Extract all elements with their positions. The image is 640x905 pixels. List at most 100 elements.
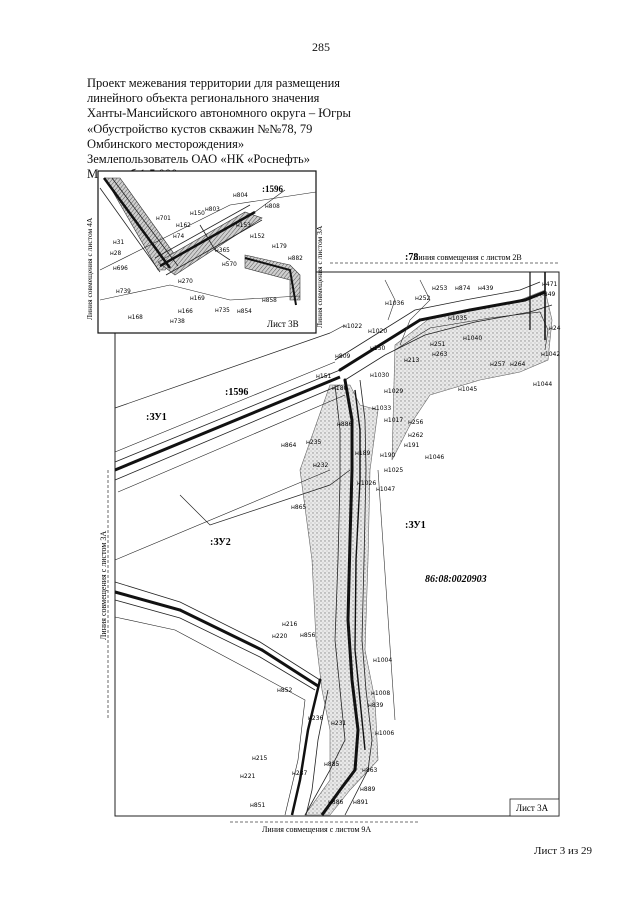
point-label: н151 [316,373,332,380]
zone-label: :ЗУ2 [210,537,231,548]
point-label: н1033 [372,405,391,412]
sheet-counter: Лист 3 из 29 [534,845,593,857]
vertical-road [304,379,373,816]
title-line: Ханты-Мансийского автономного округа – Ю… [87,106,351,121]
point-label: н189 [355,450,371,457]
parcel-boundary-1596 [114,324,346,409]
point-label: н1046 [425,454,444,461]
point-label: н858 [262,298,277,304]
point-label: н849 [540,291,556,298]
point-label: н864 [281,442,297,449]
point-label: н1008 [371,690,390,697]
inset-map: н804 н808 н701 н150 н803 н162 н153 н74 н… [85,170,324,334]
match-line-label-bottom: Линия совмещения с листом 9А [262,825,371,834]
point-label: н150 [190,211,205,217]
point-label: н1004 [373,657,392,664]
point-label: н179 [272,244,287,250]
point-label: н168 [128,315,143,321]
zone-label: :78 [405,252,418,263]
match-line-label-top: Линия совмещения с листом 2В [413,253,522,262]
point-label: н1042 [541,351,560,358]
point-label: н24 [549,325,561,332]
point-label: н886 [337,421,353,428]
inset-side-label: Линия совмещения с листом 4А [85,217,94,320]
sw-road [114,581,329,816]
point-label: н231 [331,720,347,727]
match-line-label-left: Линия совмещения с листом 3А [99,531,108,640]
point-label: н852 [277,687,293,694]
zone-label: :1596 [225,387,248,398]
point-label: н739 [116,289,131,295]
page-number: 285 [312,40,330,54]
point-label: н253 [432,285,448,292]
title-line: линейного объекта регионального значения [87,91,320,106]
point-label: н162 [176,223,191,229]
point-label: н232 [313,462,329,469]
point-label: н885 [324,761,340,768]
point-label: н1017 [384,417,403,424]
point-label: н220 [272,633,288,640]
point-label: н804 [233,193,248,199]
point-label: н854 [237,309,252,315]
point-label: н252 [415,295,431,302]
title-line: Омбинского месторождения» [87,136,245,151]
point-label: н1047 [376,486,395,493]
point-label: н152 [250,234,265,240]
point-label: н153 [236,223,251,229]
ne-road [334,272,553,381]
point-label: н735 [215,308,230,314]
point-label: н236 [308,715,324,722]
diagonal-road [114,361,346,493]
inset-sheet-label: Лист 3В [267,319,299,329]
point-label: н1030 [370,372,389,379]
point-label: н856 [300,632,316,639]
title-line: Землепользователь ОАО «НК «Роснефть» [87,152,310,167]
point-label: н216 [282,621,298,628]
point-label: н31 [113,240,124,246]
point-label: н150 [370,345,386,352]
point-label: н471 [542,281,558,288]
point-label: н863 [362,767,378,774]
point-label: н257 [490,361,506,368]
point-label: н1035 [448,315,467,322]
point-label: н180 [332,385,348,392]
point-label: н215 [252,755,268,762]
point-label: н803 [205,207,220,213]
point-label: н256 [408,419,424,426]
point-label: н851 [250,802,266,809]
point-label: н1044 [533,381,552,388]
point-label: н169 [190,296,205,302]
main-map: :ЗУ1 :ЗУ2 :ЗУ1 :1596 :78 86:08:0020903 Л… [99,252,561,834]
point-label: н1025 [384,467,403,474]
point-label: н1040 [463,335,482,342]
point-label: н808 [265,204,280,210]
title-line: Проект межевания территории для размещен… [87,76,341,90]
zone-label: :ЗУ1 [146,412,167,423]
title-line: «Обустройство кустов скважин №№78, 79 [87,121,313,136]
point-label: н839 [368,702,384,709]
point-label: н365 [215,248,230,254]
shaded-corridor [299,384,379,816]
point-label: н570 [222,262,237,268]
point-label: н1006 [375,730,394,737]
point-label: н221 [240,773,256,780]
point-label: н1029 [384,388,403,395]
zone-label: :ЗУ1 [405,520,426,531]
point-label: н74 [173,234,184,240]
point-label: н270 [178,279,193,285]
point-label: н738 [170,319,185,325]
point-label: н251 [430,341,446,348]
point-label: н865 [291,504,307,511]
point-label: н874 [455,285,471,292]
point-label: н701 [156,216,171,222]
point-label: н1036 [385,300,404,307]
point-label: н263 [432,351,448,358]
point-label: н264 [510,361,526,368]
point-label: н1022 [343,323,362,330]
point-label: н190 [380,452,396,459]
point-label: н166 [178,309,193,315]
point-label: н213 [404,357,420,364]
point-label: н237 [292,770,308,777]
point-label: н882 [288,256,303,262]
